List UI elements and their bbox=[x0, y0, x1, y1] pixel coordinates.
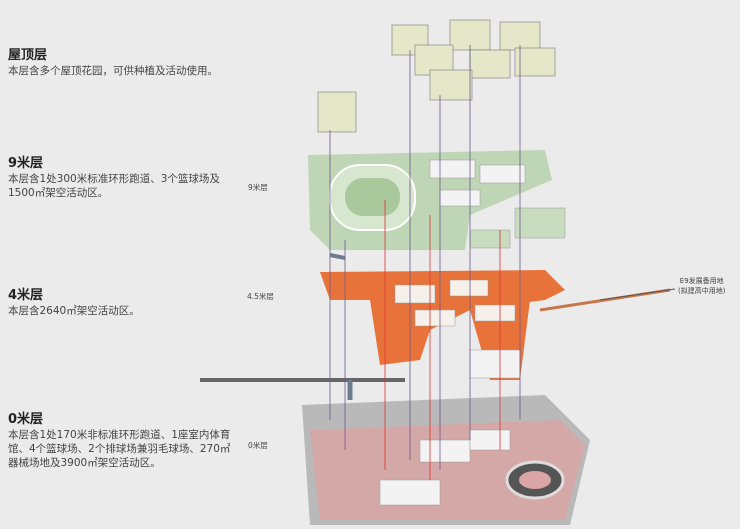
vertical-alignment-lines bbox=[329, 45, 521, 470]
level4-text: 4米层 本层含2640㎡架空活动区。 bbox=[8, 288, 238, 318]
level0-description: 本层含1处170米非标准环形跑道、1座室内体育馆、4个篮球场、2个排球场兼羽毛球… bbox=[8, 429, 231, 469]
roof-gardens bbox=[317, 19, 556, 133]
level0-text: 0米层 本层含1处170米非标准环形跑道、1座室内体育馆、4个篮球场、2个排球场… bbox=[8, 412, 238, 470]
level4-plate bbox=[320, 270, 676, 380]
vertical-red-lines bbox=[384, 200, 501, 480]
level9-plate bbox=[308, 150, 566, 260]
level4-height-label: 4.5米层 bbox=[247, 292, 274, 301]
roof-layer-text: 屋顶层 本层含多个屋顶花园，可供种植及活动使用。 bbox=[8, 48, 248, 78]
level4-description: 本层含2640㎡架空活动区。 bbox=[8, 305, 140, 317]
level0-height-label: 0米层 bbox=[248, 441, 268, 450]
annotation-line1: E9发展备用地 bbox=[679, 277, 724, 285]
level4-title: 4米层 bbox=[8, 288, 44, 303]
roof-layer-title: 屋顶层 bbox=[8, 48, 48, 63]
level0-title: 0米层 bbox=[8, 412, 44, 427]
level0-plate bbox=[302, 395, 590, 525]
level9-description: 本层含1处300米标准环形跑道、3个篮球场及1500㎡架空活动区。 bbox=[8, 173, 220, 199]
level9-title: 9米层 bbox=[8, 156, 44, 171]
e9-site-annotation: E9发展备用地 (拟建高中用地) bbox=[678, 276, 725, 296]
roof-layer-description: 本层含多个屋顶花园，可供种植及活动使用。 bbox=[8, 65, 218, 77]
level9-text: 9米层 本层含1处300米标准环形跑道、3个篮球场及1500㎡架空活动区。 bbox=[8, 156, 238, 200]
annotation-line2: (拟建高中用地) bbox=[678, 287, 726, 295]
level9-height-label: 9米层 bbox=[248, 183, 268, 192]
